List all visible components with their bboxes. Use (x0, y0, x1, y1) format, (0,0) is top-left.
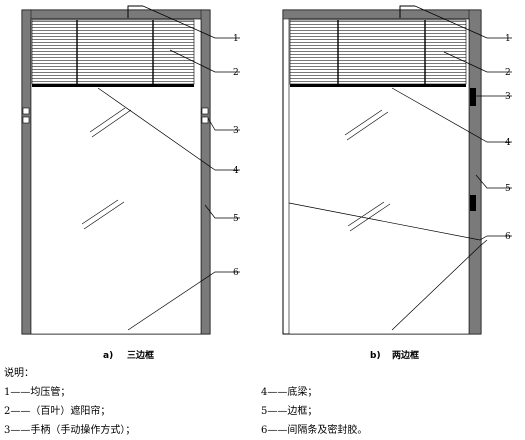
caption-a-text: 三边框 (127, 349, 154, 360)
panel-b-handle-icon (470, 88, 476, 211)
callout-a-6: 6 (233, 268, 239, 278)
callout-b-1: 1 (505, 34, 511, 44)
note-item: 6——间隔条及密封胶。 (261, 425, 368, 436)
panel-b-glass-reflection (344, 109, 391, 232)
panel-b-right-border (468, 9, 482, 335)
callout-b-3: 3 (505, 92, 511, 102)
panel-a-pressure-tube (127, 5, 143, 18)
callout-a-2: 2 (233, 68, 239, 78)
panel-b-bottom-rail (290, 84, 466, 87)
panel-b-venetian-blind (289, 19, 467, 85)
panel-a-three-side-frame: 1 2 3 4 5 6 a) 三边框 (21, 5, 240, 360)
caption-b-letter: b) (370, 351, 381, 360)
callout-a-3: 3 (233, 126, 239, 136)
callout-b-5: 5 (505, 184, 511, 194)
panel-b-two-side-frame: 1 2 3 4 5 6 b) 两边框 (282, 5, 512, 360)
notes-title: 说明： (4, 368, 34, 379)
panel-a-left-border (21, 9, 32, 335)
callout-a-5: 5 (233, 214, 239, 224)
callout-a-1: 1 (233, 34, 239, 44)
panel-a-top-border (21, 9, 211, 20)
panel-a-glass-reflection (81, 107, 132, 230)
note-item: 1——均压管； (4, 387, 71, 398)
callout-a-4: 4 (233, 166, 239, 176)
blind-glass-diagram: 1 2 3 4 5 6 a) 三边框 (21, 5, 512, 360)
callout-b-4: 4 (505, 138, 511, 148)
note-item: 5——边框； (261, 406, 318, 417)
note-item: 2——（百叶）遮阳帘； (4, 406, 111, 417)
caption-b-text: 两边框 (392, 349, 419, 360)
panel-a-leader-lines (97, 5, 240, 331)
note-item: 3——手柄（手动操作方式）； (4, 425, 136, 436)
caption-a-letter: a) (103, 351, 113, 360)
note-item: 4——底梁； (261, 387, 318, 398)
callout-b-2: 2 (505, 68, 511, 78)
panel-b-top-border (282, 9, 482, 20)
panel-a-venetian-blind (31, 19, 195, 85)
panel-b-leader-lines (288, 5, 512, 331)
panel-a-right-border (200, 9, 211, 335)
panel-a-handle-icon (22, 107, 209, 124)
panel-b-pressure-tube (399, 5, 415, 18)
panel-a-bottom-rail (32, 84, 194, 87)
callout-b-6: 6 (505, 232, 511, 242)
